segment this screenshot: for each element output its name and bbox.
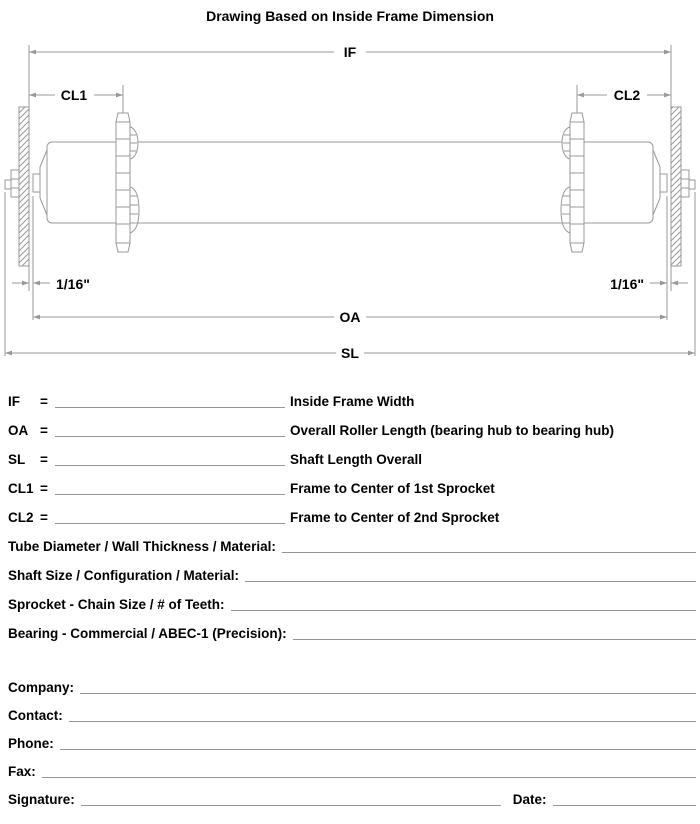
legend-symbol: OA: [8, 423, 29, 439]
legend-symbol: CL1: [8, 481, 34, 497]
signature-label: Signature:: [8, 792, 75, 808]
sl-value-blank-line: [55, 460, 285, 466]
spec-row-shaft: Shaft Size / Configuration / Material:: [8, 560, 696, 589]
bearing-face-extensions: [32, 196, 668, 320]
legend-description: Shaft Length Overall: [290, 452, 423, 468]
spec-section: Tube Diameter / Wall Thickness / Materia…: [0, 531, 700, 647]
legend-row-sl: SL = Shaft Length Overall: [8, 444, 696, 473]
dimension-legend: IF = Inside Frame Width OA = Overall Rol…: [0, 386, 700, 531]
sprocket-center-lines: [122, 85, 578, 113]
bearing-hub: [32, 173, 41, 193]
equals-sign: =: [40, 394, 48, 410]
company-blank-line: [80, 688, 696, 694]
contact-blank-line: [68, 716, 696, 722]
dim-label-if: IF: [344, 44, 357, 60]
left-shaft-end: [4, 149, 48, 216]
contact-row-contact: Contact:: [8, 701, 696, 729]
spec-row-sprocket: Sprocket - Chain Size / # of Teeth:: [8, 589, 696, 618]
contact-label: Phone:: [8, 736, 54, 752]
contact-label: Company:: [8, 680, 75, 696]
spec-label: Bearing - Commercial / ABEC-1 (Precision…: [8, 626, 287, 642]
contact-row-company: Company:: [8, 673, 696, 701]
dim-label-gap-left: 1/16": [56, 276, 90, 292]
bearing-spec-blank-line: [292, 634, 696, 640]
roller-tube: [46, 141, 654, 224]
dim-label-cl2: CL2: [614, 87, 641, 103]
legend-row-if: IF = Inside Frame Width: [8, 386, 696, 415]
dim-label-oa: OA: [340, 309, 361, 325]
legend-symbol: SL: [8, 452, 26, 468]
equals-sign: =: [40, 510, 48, 526]
sprocket-spec-blank-line: [230, 605, 696, 611]
shaft-spec-blank-line: [245, 576, 696, 582]
contact-section: Company: Contact: Phone: Fax: Signature:…: [0, 673, 700, 813]
equals-sign: =: [40, 481, 48, 497]
dim-label-cl1: CL1: [61, 87, 88, 103]
legend-description: Frame to Center of 1st Sprocket: [290, 481, 495, 497]
tube-spec-blank-line: [281, 547, 696, 553]
hex-nut: [10, 169, 20, 198]
date-label: Date:: [512, 792, 547, 808]
cl1-value-blank-line: [55, 489, 285, 495]
legend-description: Overall Roller Length (bearing hub to be…: [290, 423, 615, 439]
legend-symbol: CL2: [8, 510, 34, 526]
legend-symbol: IF: [8, 394, 20, 410]
spec-label: Sprocket - Chain Size / # of Teeth:: [8, 597, 225, 613]
legend-description: Inside Frame Width: [290, 394, 415, 410]
spec-row-tube: Tube Diameter / Wall Thickness / Materia…: [8, 531, 696, 560]
shaft-stub: [4, 179, 12, 190]
contact-row-fax: Fax:: [8, 757, 696, 785]
contact-row-phone: Phone:: [8, 729, 696, 757]
shaft-tip-extensions: [4, 192, 696, 356]
left-frame: [18, 106, 30, 267]
roller-assembly-drawing: IF CL1 CL2 1/16" 1/16" OA SL: [4, 44, 696, 361]
spec-label: Tube Diameter / Wall Thickness / Materia…: [8, 539, 276, 555]
contact-label: Fax:: [8, 764, 36, 780]
equals-sign: =: [40, 423, 48, 439]
phone-blank-line: [59, 744, 696, 750]
cl2-value-blank-line: [55, 518, 285, 524]
legend-row-cl2: CL2 = Frame to Center of 2nd Sprocket: [8, 502, 696, 531]
dim-label-gap-right: 1/16": [610, 276, 644, 292]
left-sprocket: [115, 112, 140, 253]
date-blank-line: [552, 800, 696, 806]
if-value-blank-line: [55, 402, 285, 408]
frame-face-extensions: [28, 266, 672, 291]
dim-label-sl: SL: [341, 345, 359, 361]
spec-row-bearing: Bearing - Commercial / ABEC-1 (Precision…: [8, 618, 696, 647]
page-title: Drawing Based on Inside Frame Dimension: [206, 8, 494, 24]
signature-date-row: Signature: Date:: [8, 785, 696, 813]
oa-value-blank-line: [55, 431, 285, 437]
contact-label: Contact:: [8, 708, 63, 724]
spec-label: Shaft Size / Configuration / Material:: [8, 568, 240, 584]
right-frame: [670, 106, 682, 267]
legend-description: Frame to Center of 2nd Sprocket: [290, 510, 500, 526]
equals-sign: =: [40, 452, 48, 468]
fax-blank-line: [41, 772, 696, 778]
legend-row-cl1: CL1 = Frame to Center of 1st Sprocket: [8, 473, 696, 502]
legend-row-oa: OA = Overall Roller Length (bearing hub …: [8, 415, 696, 444]
signature-blank-line: [80, 800, 501, 806]
